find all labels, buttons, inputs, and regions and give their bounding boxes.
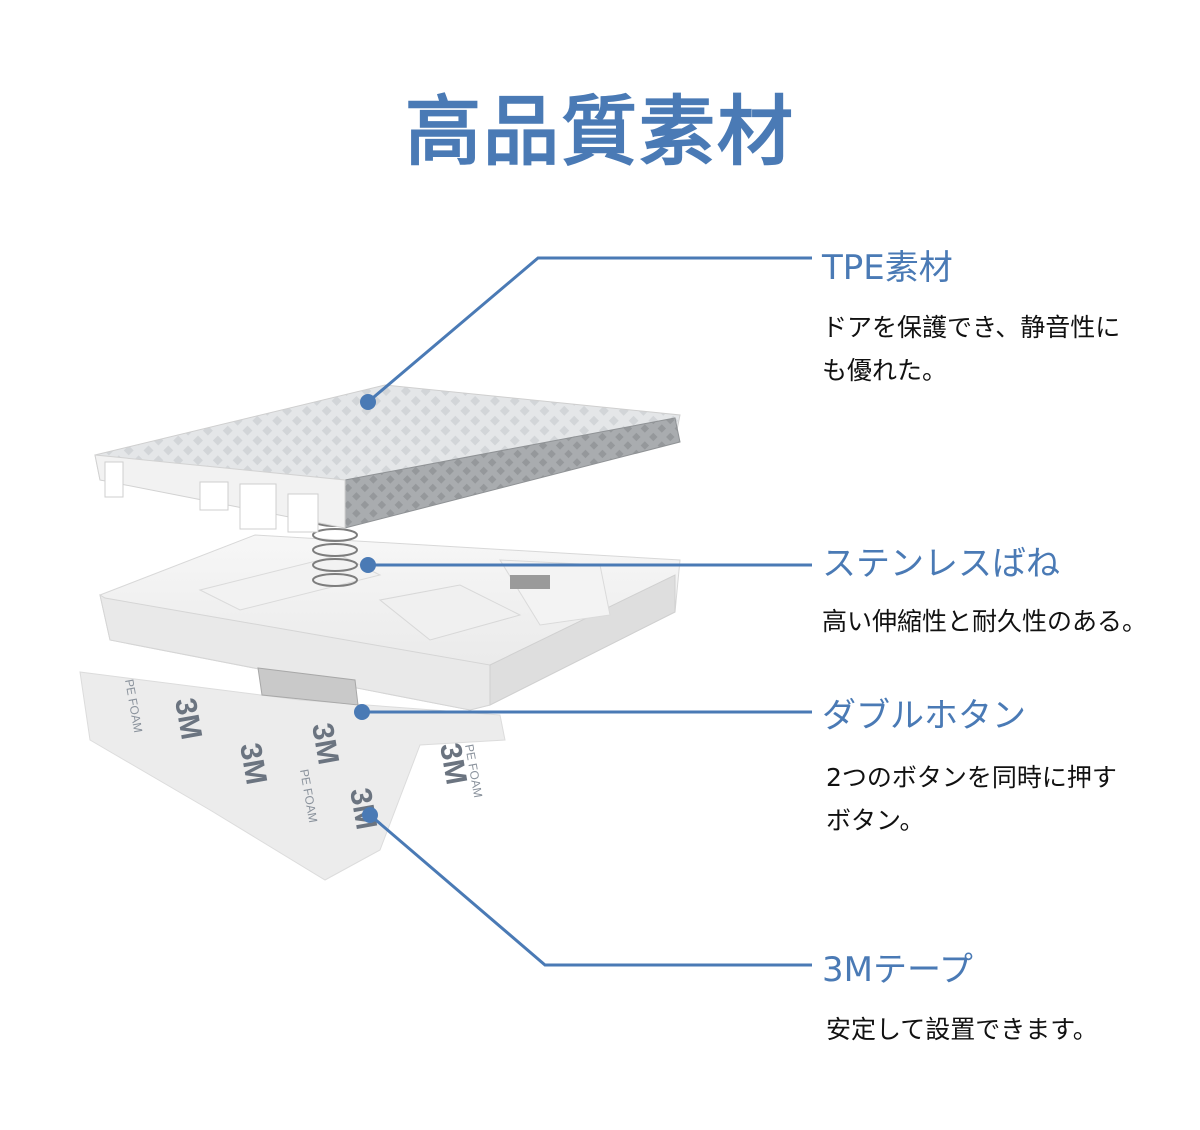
marker-dot-tape [362, 807, 378, 823]
tape-brand-5: 3M [233, 740, 273, 787]
callout-desc-button-line1: 2つのボタンを同時に押す [826, 763, 1117, 792]
callout-title-spring: ステンレスばね [822, 544, 1060, 584]
marker-dot-button [354, 704, 370, 720]
marker-dot-spring [360, 557, 376, 573]
tape-brand-4: 3M [343, 785, 383, 832]
callout-title-tape: 3Mテープ [822, 950, 973, 990]
callout-desc-button-line2: ボタン。 [826, 806, 925, 835]
callout-desc-spring-line1: 高い伸縮性と耐久性のある。 [822, 607, 1148, 636]
tape-brand-2: 3M [305, 720, 345, 767]
leader-tpe [367, 256, 812, 404]
tape-brand-3: 3M [433, 740, 473, 787]
top-pad [94, 384, 681, 533]
base-plate [99, 534, 681, 711]
spring [312, 513, 358, 587]
page-title: 高品質素材 [405, 87, 795, 176]
callout-title-button: ダブルホタン [822, 696, 1026, 736]
tape-brand-1: 3M [168, 695, 208, 742]
marker-dot-tpe [360, 394, 376, 410]
leader-tape [369, 813, 812, 967]
callout-desc-tpe-line2: も優れた。 [822, 356, 948, 385]
callout-title-tpe: TPE素材 [822, 248, 953, 288]
callout-desc-tape-line1: 安定して設置できます。 [826, 1015, 1098, 1044]
callout-desc-tpe-line1: ドアを保護でき、静音性に [822, 313, 1121, 342]
